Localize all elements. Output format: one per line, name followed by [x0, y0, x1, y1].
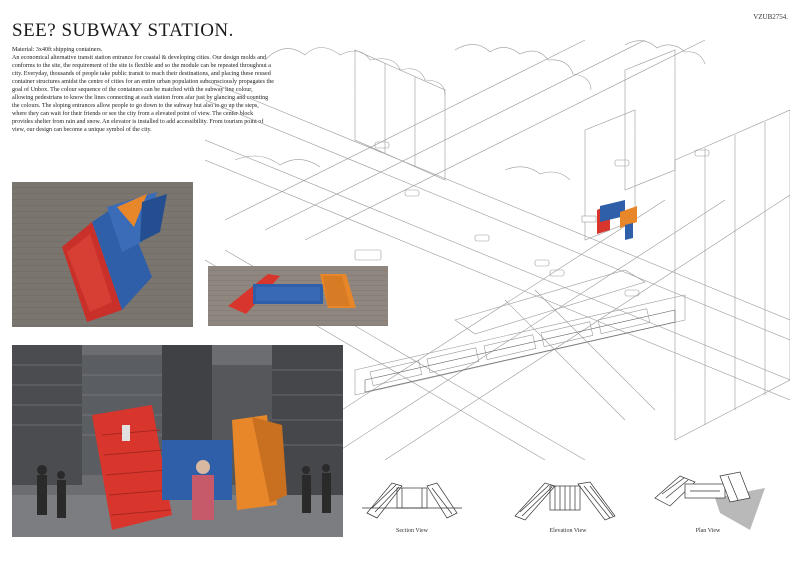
project-description: Material: 3x40ft shipping containers. An… [12, 46, 274, 135]
axonometric-street-drawing [205, 20, 790, 460]
container-render-side [208, 266, 388, 326]
elevation-view-label: Elevation View [549, 528, 587, 534]
project-code: VZUB2754. [753, 13, 788, 21]
page-title: SEE? SUBWAY STATION. [12, 20, 234, 41]
plan-view-drawing [650, 468, 770, 533]
plan-view-label: Plan View [695, 528, 721, 534]
section-view-drawing [362, 468, 462, 528]
city-collage-photo [12, 345, 343, 537]
material-line: Material: 3x40ft shipping containers. [12, 47, 103, 53]
container-render-aerial [12, 182, 193, 327]
section-view-label: Section View [395, 528, 429, 534]
elevation-view-drawing [510, 468, 620, 528]
description-body: An economical alternative transit statio… [12, 55, 274, 134]
